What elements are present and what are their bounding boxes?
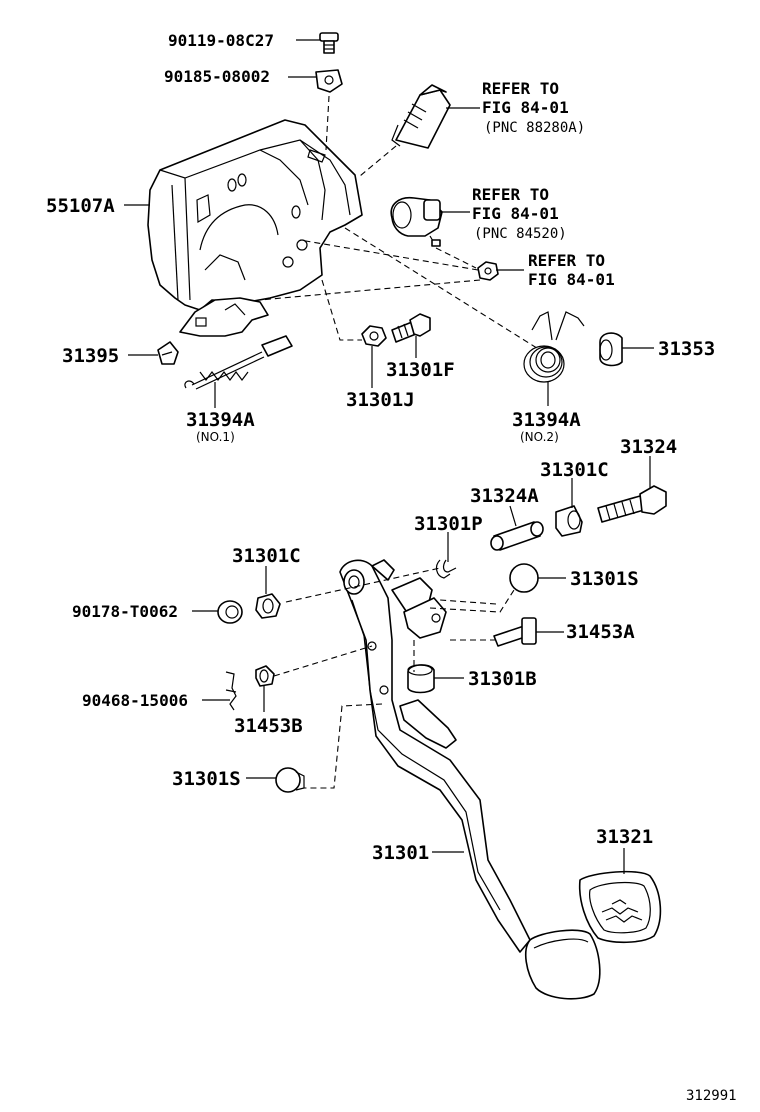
ball-31301s-right-drawing [509,563,539,593]
bushing-90178-drawing [217,600,243,624]
label-31453a[interactable]: 31453A [566,621,635,643]
ball-31301s-left-drawing [275,767,305,793]
pedal-arm-31301-drawing [339,559,601,1000]
note-no2: (NO.2) [520,430,559,444]
label-90468-15006[interactable]: 90468-15006 [82,691,188,710]
stop-lamp-switch-drawing [391,84,451,149]
label-31453b[interactable]: 31453B [234,715,303,737]
clutch-switch-drawing [390,196,443,247]
label-31301c-top[interactable]: 31301C [540,459,609,481]
refer2-line2[interactable]: FIG 84-01 [472,204,559,223]
bracket-55107a-drawing [147,119,363,337]
clip-90468-drawing [225,671,237,711]
label-90178-t0062[interactable]: 90178-T0062 [72,602,178,621]
bushing-31301c-left-drawing [255,593,281,619]
collar-31324a-drawing [490,521,544,551]
nut-refer3-drawing [477,261,499,281]
label-31394a-no2[interactable]: 31394A [512,409,581,431]
pin-31453a-drawing [493,617,537,647]
pivot-bolt-31324-drawing [597,485,667,523]
refer1-line3: (PNC 88280A) [484,120,585,136]
label-31301p[interactable]: 31301P [414,513,483,535]
figure-number: 312991 [686,1088,737,1104]
refer3-line1: REFER TO [528,251,605,270]
clip-31301p-drawing [435,559,457,579]
label-31394a-no1[interactable]: 31394A [186,409,255,431]
label-31301f[interactable]: 31301F [386,359,455,381]
label-90119-08c27[interactable]: 90119-08C27 [168,31,274,50]
leader-lines [124,39,654,874]
label-90185-08002[interactable]: 90185-08002 [164,67,270,86]
bolt-90119-drawing [319,32,339,54]
refer2-line1: REFER TO [472,185,549,204]
label-31301j[interactable]: 31301J [346,389,415,411]
cushion-31395-drawing [157,341,179,365]
spring-31394a-no2-drawing [523,311,585,383]
label-31301c-left[interactable]: 31301C [232,545,301,567]
pedal-pad-31321-drawing [578,870,662,944]
refer2-line3: (PNC 84520) [474,226,567,242]
label-31395[interactable]: 31395 [62,345,119,367]
note-no1: (NO.1) [196,430,235,444]
label-31324a[interactable]: 31324A [470,485,539,507]
label-31301[interactable]: 31301 [372,842,429,864]
bolt-31301f-drawing [391,313,431,343]
label-31301b[interactable]: 31301B [468,668,537,690]
label-31321[interactable]: 31321 [596,826,653,848]
label-31301s-left[interactable]: 31301S [172,768,241,790]
connection-lines [259,95,541,789]
refer1-line2[interactable]: FIG 84-01 [482,98,569,117]
spring-rod-31394a-no1-drawing [184,335,293,390]
bushing-31301c-top-drawing [555,505,583,537]
nut-90185-drawing [315,69,343,93]
label-31324[interactable]: 31324 [620,436,677,458]
label-31353[interactable]: 31353 [658,338,715,360]
refer1-line1: REFER TO [482,79,559,98]
nut-31301j-drawing [361,325,387,347]
stopper-31301b-drawing [407,664,435,694]
label-55107a[interactable]: 55107A [46,195,115,217]
label-31301s-right[interactable]: 31301S [570,568,639,590]
refer3-line2[interactable]: FIG 84-01 [528,270,615,289]
bushing-31353-drawing [599,332,623,367]
bushing-31453b-drawing [255,665,275,687]
